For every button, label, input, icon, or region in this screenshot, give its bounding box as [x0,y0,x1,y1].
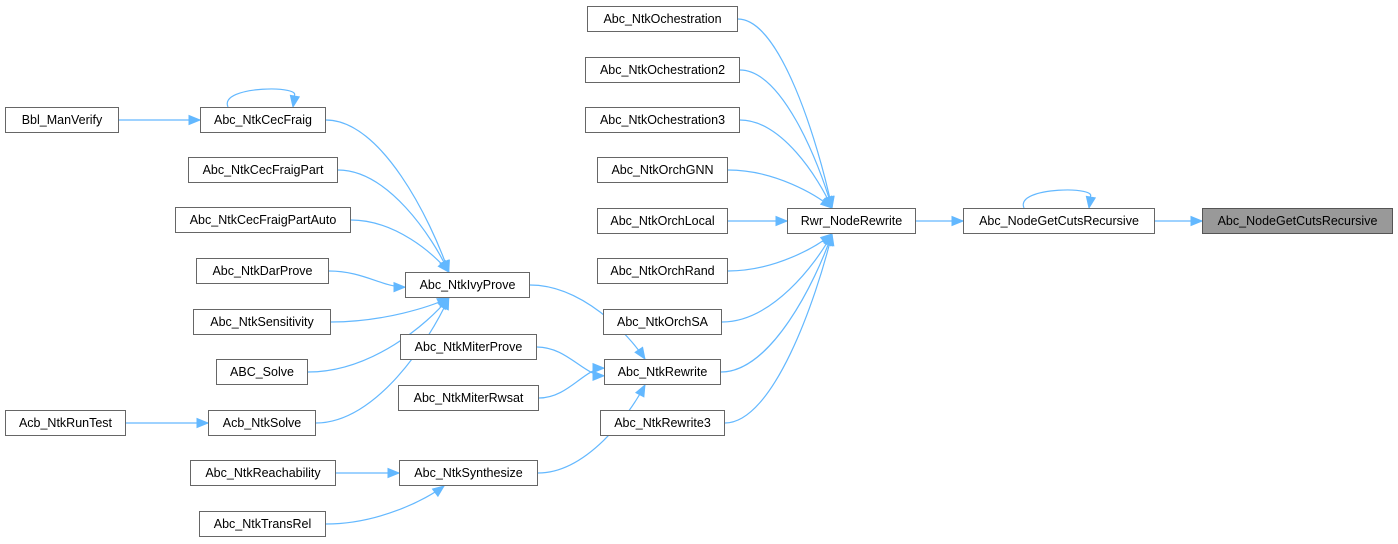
edge-line [337,169,450,273]
edge-line [325,485,445,525]
graph-node-ivyprove[interactable]: Abc_NtkIvyProve [405,272,530,298]
graph-node-rwr-noderewrite[interactable]: Rwr_NodeRewrite [787,208,916,234]
edge-transrel-to-synthesize [325,485,446,525]
graph-node-orchsa[interactable]: Abc_NtkOrchSA [603,309,722,335]
arrowhead [951,215,965,227]
edge-line [315,297,450,424]
edge-cecfraig-to-cecfraig [226,88,301,109]
edge-rwr_noderewrite-to-getcuts_caller [916,215,965,227]
graph-node-och2[interactable]: Abc_NtkOchestration2 [585,57,740,83]
graph-node-ntkrewrite[interactable]: Abc_NtkRewrite [604,359,721,385]
graph-node-getcuts-current[interactable]: Abc_NodeGetCutsRecursive [1202,208,1393,234]
edge-cecfraig-to-ivyprove [325,119,450,274]
edge-ivyprove-to-ntkrewrite [529,284,646,361]
edge-acb_runtest-to-acb_ntksolve [126,417,210,429]
arrowhead [592,370,606,381]
graph-node-cecfraig[interactable]: Abc_NtkCecFraig [200,107,326,133]
edge-orchlocal-to-rwr_noderewrite [728,215,789,227]
graph-node-miterprove[interactable]: Abc_NtkMiterProve [400,334,537,360]
edge-orchgnn-to-rwr_noderewrite [727,169,834,209]
edge-cecfraigpart-to-ivyprove [337,169,450,274]
graph-node-reachability[interactable]: Abc_NtkReachability [190,460,336,486]
arrowhead [387,467,401,479]
edge-darprove-to-ivyprove [328,270,407,293]
edge-line [727,169,833,209]
edge-line [325,119,450,273]
edge-line [739,69,833,209]
self-loop-line [226,88,296,108]
arrowhead [634,383,646,398]
edge-miterprove-to-ntkrewrite [536,346,606,381]
graph-node-orchlocal[interactable]: Abc_NtkOrchLocal [597,208,728,234]
graph-node-cecfraigpartauto[interactable]: Abc_NtkCecFraigPartAuto [175,207,351,233]
edge-synthesize-to-ntkrewrite [537,383,646,474]
graph-node-synthesize[interactable]: Abc_NtkSynthesize [399,460,538,486]
edge-line [721,233,833,323]
edge-cecfraigpartauto-to-ivyprove [350,219,450,274]
graph-node-och1[interactable]: Abc_NtkOchestration [587,6,738,32]
arrowhead [1190,215,1204,227]
arrowhead [437,259,450,274]
edge-line [307,297,450,373]
arrowhead [188,114,202,126]
edge-line [537,384,646,474]
edge-line [330,297,450,323]
self-loop-line [1022,189,1092,209]
graph-node-getcuts-caller[interactable]: Abc_NodeGetCutsRecursive [963,208,1155,234]
graph-node-acb-ntksolve[interactable]: Acb_NtkSolve [208,410,316,436]
edge-orchsa-to-rwr_noderewrite [721,232,833,323]
edge-ntkrewrite-to-rwr_noderewrite [720,232,834,373]
edge-line [737,18,833,209]
arrowhead [592,362,606,374]
edge-getcuts_caller-to-getcuts_caller [1022,189,1097,210]
edge-rewrite3-to-rwr_noderewrite [724,232,835,424]
arrowhead [393,281,407,293]
graph-node-transrel[interactable]: Abc_NtkTransRel [199,511,326,537]
graph-node-acb-runtest[interactable]: Acb_NtkRunTest [5,410,126,436]
edge-line [529,284,646,360]
arrowhead [775,215,789,227]
graph-node-miterrwsat[interactable]: Abc_NtkMiterRwsat [398,385,539,411]
graph-node-bbl-manverify[interactable]: Bbl_ManVerify [5,107,119,133]
arrowhead [634,346,646,361]
graph-node-rewrite3[interactable]: Abc_NtkRewrite3 [600,410,725,436]
graph-node-och3[interactable]: Abc_NtkOchestration3 [585,107,740,133]
arrowhead [819,196,834,209]
arrowhead [289,94,301,109]
graph-node-darprove[interactable]: Abc_NtkDarProve [196,258,329,284]
edge-orchrand-to-rwr_noderewrite [727,233,834,272]
edge-line [739,119,833,209]
arrowhead [196,417,210,429]
edge-line [727,233,833,272]
edge-getcuts_caller-to-getcuts_current [1155,215,1204,227]
arrowhead [1085,195,1097,210]
edge-line [350,219,450,273]
arrowhead [439,296,450,311]
edge-acb_ntksolve-to-ivyprove [315,296,450,424]
graph-node-abc-solve[interactable]: ABC_Solve [216,359,308,385]
edge-och3-to-rwr_noderewrite [739,119,833,210]
edge-miterrwsat-to-ntkrewrite [538,362,606,399]
edge-bbl_manverify-to-cecfraig [119,114,202,126]
graph-node-sensitivity[interactable]: Abc_NtkSensitivity [193,309,331,335]
edge-line [720,233,833,373]
graph-node-cecfraigpart[interactable]: Abc_NtkCecFraigPart [188,157,338,183]
arrowhead [431,485,446,498]
edge-och2-to-rwr_noderewrite [739,69,834,210]
arrowhead [824,232,835,247]
edge-line [724,233,833,424]
graph-node-orchgnn[interactable]: Abc_NtkOrchGNN [597,157,728,183]
edge-och1-to-rwr_noderewrite [737,18,835,210]
edge-sensitivity-to-ivyprove [330,297,450,323]
edge-reachability-to-synthesize [336,467,401,479]
graph-node-orchrand[interactable]: Abc_NtkOrchRand [597,258,728,284]
